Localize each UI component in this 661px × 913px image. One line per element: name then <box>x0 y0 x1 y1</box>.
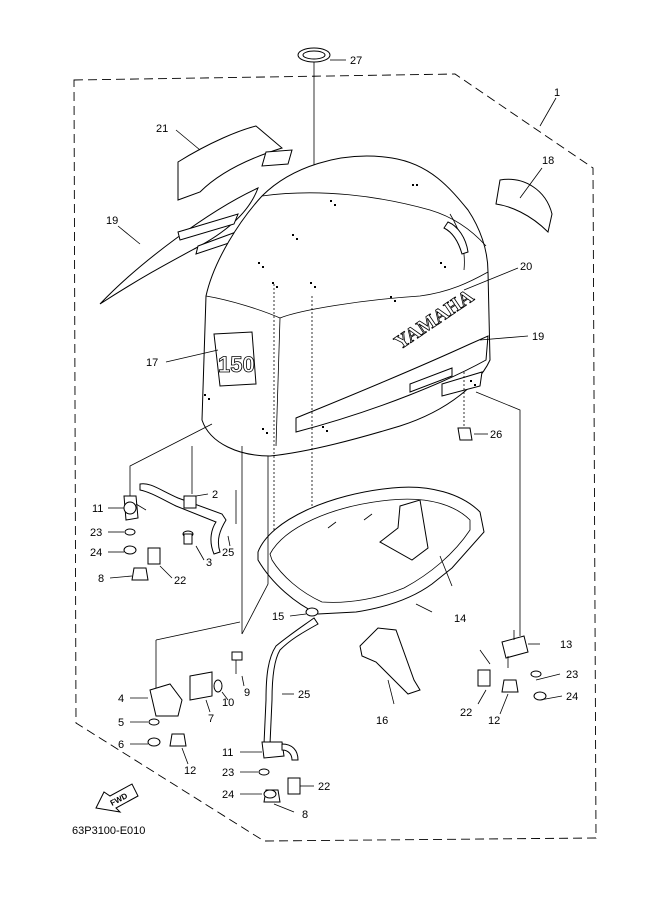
part-19-stripe-left <box>99 187 259 305</box>
part-22-spacer-right <box>477 669 491 687</box>
callout-27: 27 <box>350 55 362 67</box>
callout-1: 1 <box>554 87 560 99</box>
part-12-grommet-left <box>169 733 187 747</box>
callout-4: 4 <box>118 693 124 705</box>
callout-13: 13 <box>560 639 572 651</box>
part-22-spacer-lower <box>287 777 301 795</box>
part-12-grommet-right <box>501 679 519 693</box>
callout-23-right: 23 <box>566 669 578 681</box>
forward-direction-arrow: FWD <box>95 783 139 813</box>
part-25-hose-upper <box>139 483 227 555</box>
leader-lines <box>108 59 563 813</box>
callout-24-right: 24 <box>566 691 578 703</box>
callout-14: 14 <box>454 613 466 625</box>
cowling-detail-marks <box>204 184 476 434</box>
part-8-grommet-upper <box>131 567 149 581</box>
part-24-nut-upper <box>123 545 137 555</box>
callout-19-left: 19 <box>106 215 118 227</box>
part-5-washer <box>148 718 160 726</box>
callout-17: 17 <box>146 357 158 369</box>
callout-22-lower: 22 <box>318 781 330 793</box>
part-19-stripe-right <box>295 335 489 433</box>
callout-23-lower: 23 <box>222 767 234 779</box>
part-13-tee-fitting <box>501 630 529 668</box>
callout-22-upper: 22 <box>174 575 186 587</box>
part-9-bolt <box>231 651 243 674</box>
callout-20: 20 <box>520 261 532 273</box>
callout-24-lower: 24 <box>222 789 234 801</box>
part-21-decal <box>177 125 284 201</box>
part-14-seal-frame <box>257 486 485 615</box>
part-6-nut <box>147 737 161 747</box>
part-15-clip <box>305 607 319 617</box>
svg-text:150: 150 <box>218 352 255 377</box>
part-4-bracket <box>149 683 183 717</box>
callout-11-upper: 11 <box>92 503 103 515</box>
part-22-spacer-upper <box>147 547 161 565</box>
callout-12-right: 12 <box>488 715 500 727</box>
callout-21: 21 <box>156 123 168 135</box>
part-24-nut-right <box>533 691 547 701</box>
callout-5: 5 <box>118 717 124 729</box>
callout-12-left: 12 <box>184 765 196 777</box>
part-11-fitting-upper <box>123 495 147 521</box>
part-23-washer-upper <box>124 528 136 536</box>
callout-3: 3 <box>206 557 212 569</box>
callout-22-right: 22 <box>460 707 472 719</box>
callout-labels: 27 1 21 18 19 20 19 17 26 2 11 23 25 24 … <box>90 55 578 821</box>
part-23-washer-lower <box>258 768 270 776</box>
callout-11-lower: 11 <box>222 747 233 759</box>
callout-25-lower: 25 <box>298 689 310 701</box>
part-17-badge: 150 <box>213 331 257 387</box>
callout-6: 6 <box>118 739 124 751</box>
callout-7: 7 <box>208 713 214 725</box>
part-24-nut-lower <box>263 789 277 799</box>
callout-8-upper: 8 <box>98 573 104 585</box>
callout-24-upper: 24 <box>90 547 102 559</box>
callout-15: 15 <box>272 611 284 623</box>
callout-19-right: 19 <box>532 331 544 343</box>
callout-26: 26 <box>490 429 502 441</box>
callout-10: 10 <box>222 697 234 709</box>
part-11-fitting-lower <box>261 741 299 761</box>
callout-9: 9 <box>244 687 250 699</box>
part-23-washer-right <box>530 670 542 678</box>
callout-16: 16 <box>376 715 388 727</box>
part-18-decal <box>495 178 553 233</box>
part-3-bolt <box>182 530 194 545</box>
drawing-code: 63P3100-E010 <box>72 825 145 837</box>
part-7-bracket <box>189 671 213 701</box>
callout-8-lower: 8 <box>302 809 308 821</box>
assembly-boundary <box>73 73 597 842</box>
callout-18: 18 <box>542 155 554 167</box>
part-10-washer <box>213 679 223 693</box>
part-16-bracket <box>359 627 421 695</box>
callout-2: 2 <box>212 489 218 501</box>
callout-25-upper: 25 <box>222 547 234 559</box>
part-25-hose-lower <box>263 617 319 745</box>
callout-23-upper: 23 <box>90 527 102 539</box>
part-26-block <box>457 427 473 441</box>
part-2-clip <box>183 495 197 509</box>
